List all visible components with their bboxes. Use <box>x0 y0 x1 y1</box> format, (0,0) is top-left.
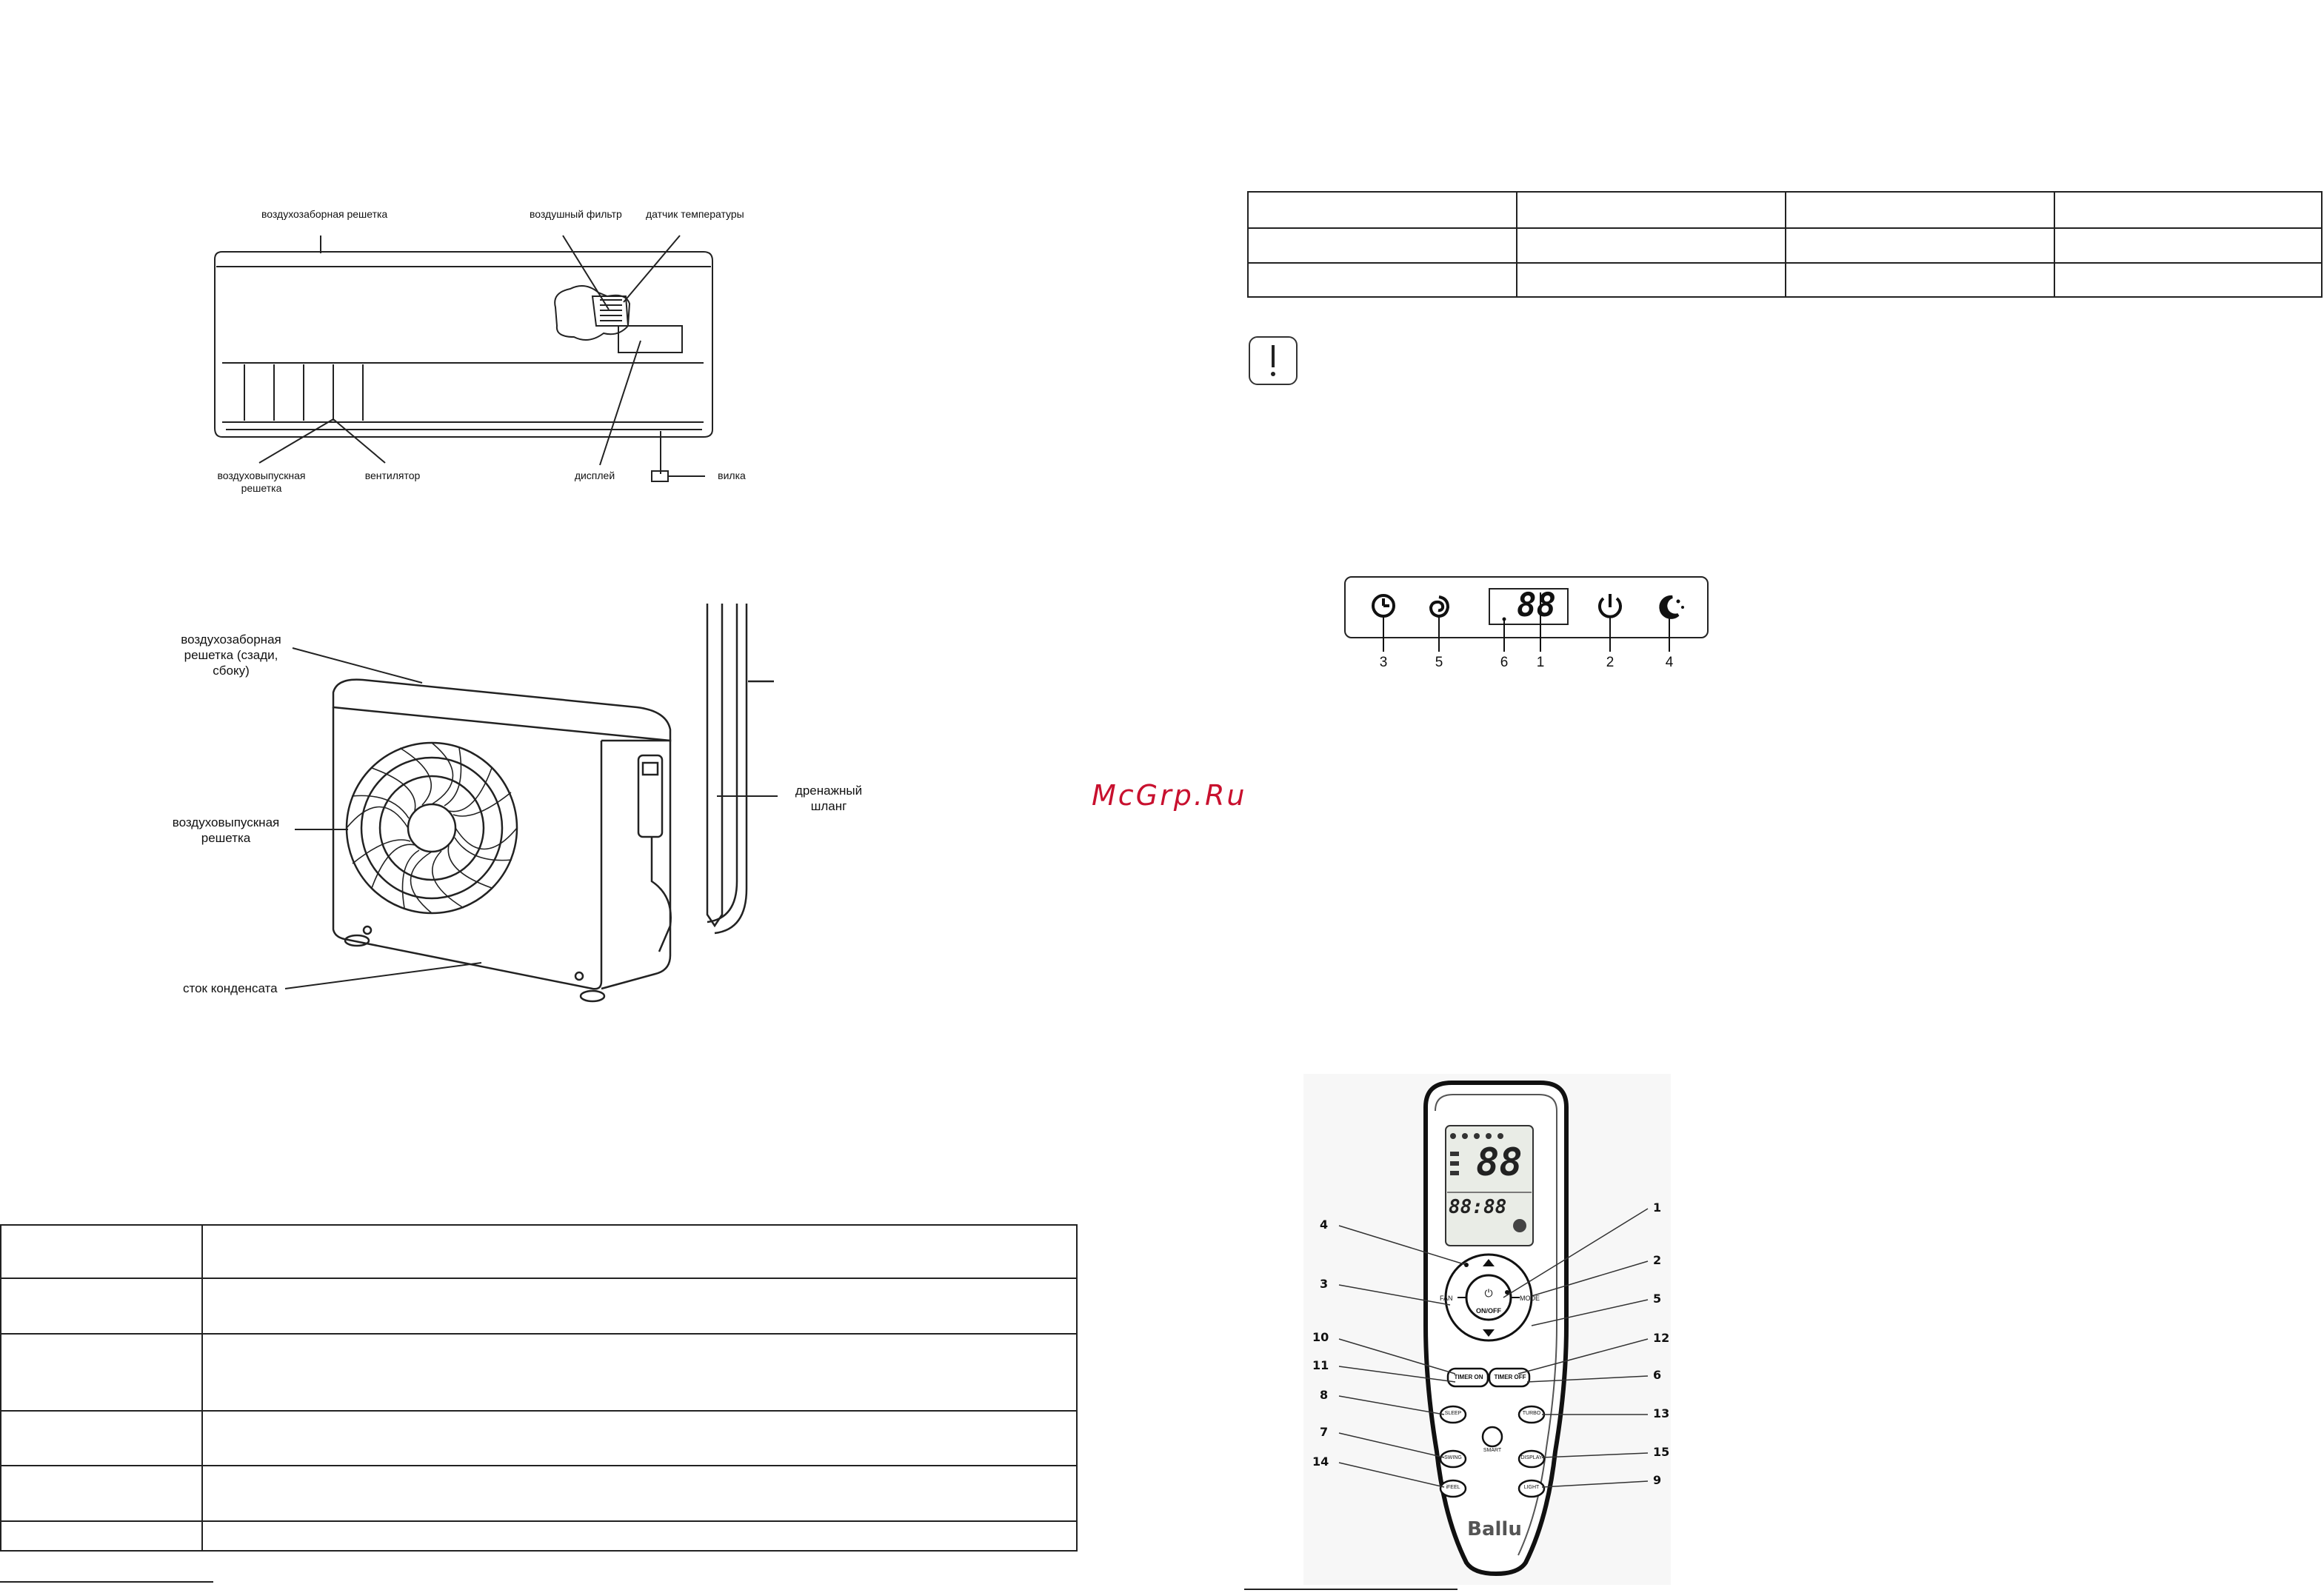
watermark: McGrp.Ru <box>1092 779 1247 812</box>
label-intake-grille-indoor: воздухозаборная решетка <box>261 208 388 220</box>
label-condensate-drain: сток конденсата <box>183 981 278 995</box>
remote-callout-2: 2 <box>1653 1253 1662 1267</box>
callout-1: 1 <box>1536 655 1545 670</box>
callout-2: 2 <box>1606 655 1615 670</box>
remote-callout-3: 3 <box>1320 1277 1329 1291</box>
remote-callout-7: 7 <box>1320 1425 1329 1439</box>
mode-button[interactable]: MODE <box>1520 1295 1540 1302</box>
fan-button[interactable]: FAN <box>1440 1295 1453 1302</box>
remote-callout-11: 11 <box>1312 1358 1329 1372</box>
swing-button[interactable]: SWING <box>1444 1455 1462 1460</box>
timer-off-button[interactable]: TIMER OFF <box>1494 1374 1526 1380</box>
remote-callout-10: 10 <box>1312 1330 1329 1344</box>
remote-callout-4: 4 <box>1320 1218 1329 1232</box>
label-intake-grille-outdoor: воздухозаборная решетка (сзади, сбоку) <box>181 632 281 678</box>
turbo-button[interactable]: TURBO <box>1522 1411 1541 1416</box>
remote-callout-14: 14 <box>1312 1455 1329 1469</box>
remote-callout-1: 1 <box>1653 1200 1662 1215</box>
remote-lcd-time: 88:88 <box>1449 1196 1507 1218</box>
spec-table-right <box>1247 191 2323 298</box>
label-outlet-grille-outdoor: воздуховыпускная решетка <box>172 815 280 845</box>
spec-table-left <box>0 1224 1078 1552</box>
remote-lcd-digits: 88 <box>1476 1141 1523 1185</box>
callout-5: 5 <box>1435 655 1443 670</box>
label-air-filter: воздушный фильтр <box>530 208 622 220</box>
remote-callout-6: 6 <box>1653 1368 1662 1382</box>
sleep-button[interactable]: SLEEP <box>1444 1411 1462 1416</box>
label-drain-hose: дренажный шланг <box>795 784 863 813</box>
remote-brand-logo: Ballu <box>1467 1518 1522 1540</box>
callout-6: 6 <box>1500 655 1509 670</box>
on-off-button[interactable]: ON/OFF <box>1476 1307 1501 1315</box>
footnote-rule-right <box>1244 1589 1457 1590</box>
label-temp-sensor: датчик температуры <box>646 208 744 220</box>
ifeel-button[interactable]: iFEEL <box>1446 1485 1460 1490</box>
smart-button[interactable]: SMART <box>1483 1448 1502 1453</box>
footnote-rule-left <box>0 1581 213 1583</box>
display-digits: 88 <box>1517 587 1556 624</box>
indoor-display-panel <box>1344 576 1709 638</box>
callout-4: 4 <box>1665 655 1674 670</box>
remote-callout-5: 5 <box>1653 1292 1662 1306</box>
remote-callout-12: 12 <box>1653 1331 1670 1345</box>
callout-3: 3 <box>1379 655 1388 670</box>
label-display: дисплей <box>574 470 615 481</box>
warning-icon <box>1249 336 1298 385</box>
power-icon: ⏻ <box>1484 1287 1493 1299</box>
remote-callout-13: 13 <box>1653 1406 1670 1420</box>
label-fan: вентилятор <box>364 470 421 481</box>
timer-on-button[interactable]: TIMER ON <box>1454 1374 1483 1380</box>
light-button[interactable]: LIGHT <box>1523 1485 1540 1490</box>
label-plug: вилка <box>718 470 746 481</box>
label-outlet-grille-indoor: воздуховыпускная решетка <box>217 470 306 494</box>
display-button[interactable]: DISPLAY <box>1520 1455 1543 1460</box>
remote-callout-8: 8 <box>1320 1388 1329 1402</box>
remote-callout-9: 9 <box>1653 1473 1662 1487</box>
remote-callout-15: 15 <box>1653 1445 1670 1459</box>
